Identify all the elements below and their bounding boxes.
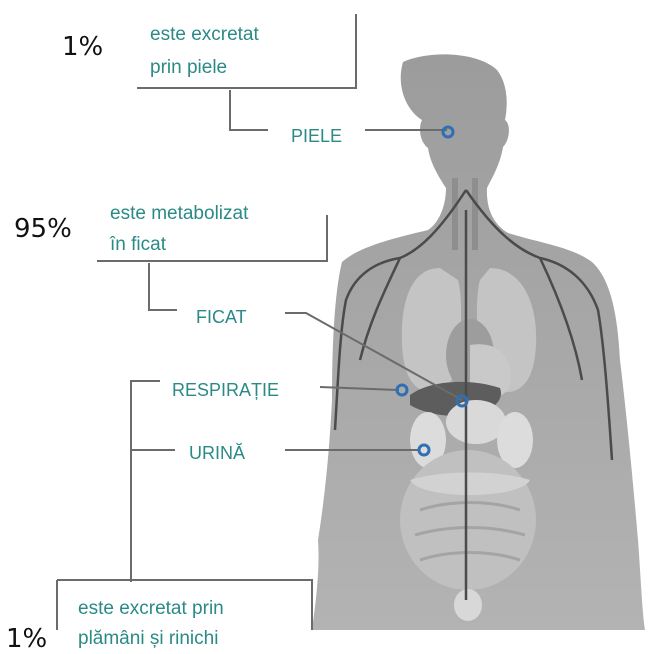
organ-label-urine: URINĂ: [189, 443, 245, 463]
lungs-kidneys-text-line1: este excretat prin: [78, 596, 224, 622]
liver-text-line2: în ficat: [110, 232, 166, 258]
liver-text-line1: este metabolizat: [110, 201, 248, 227]
skin-text-line1: este excretat: [150, 22, 259, 48]
skin-text-line2: prin piele: [150, 55, 227, 81]
organ-label-liver: FICAT: [196, 307, 247, 327]
liver-percent: 95%: [14, 216, 72, 242]
organ-label-respiration: RESPIRAȚIE: [172, 380, 279, 400]
skin-percent: 1%: [62, 34, 103, 60]
lungs-kidneys-text-line2: plămâni și rinichi: [78, 626, 218, 652]
lungs-kidneys-percent: 1%: [6, 626, 47, 652]
organ-label-skin: PIELE: [291, 126, 342, 146]
